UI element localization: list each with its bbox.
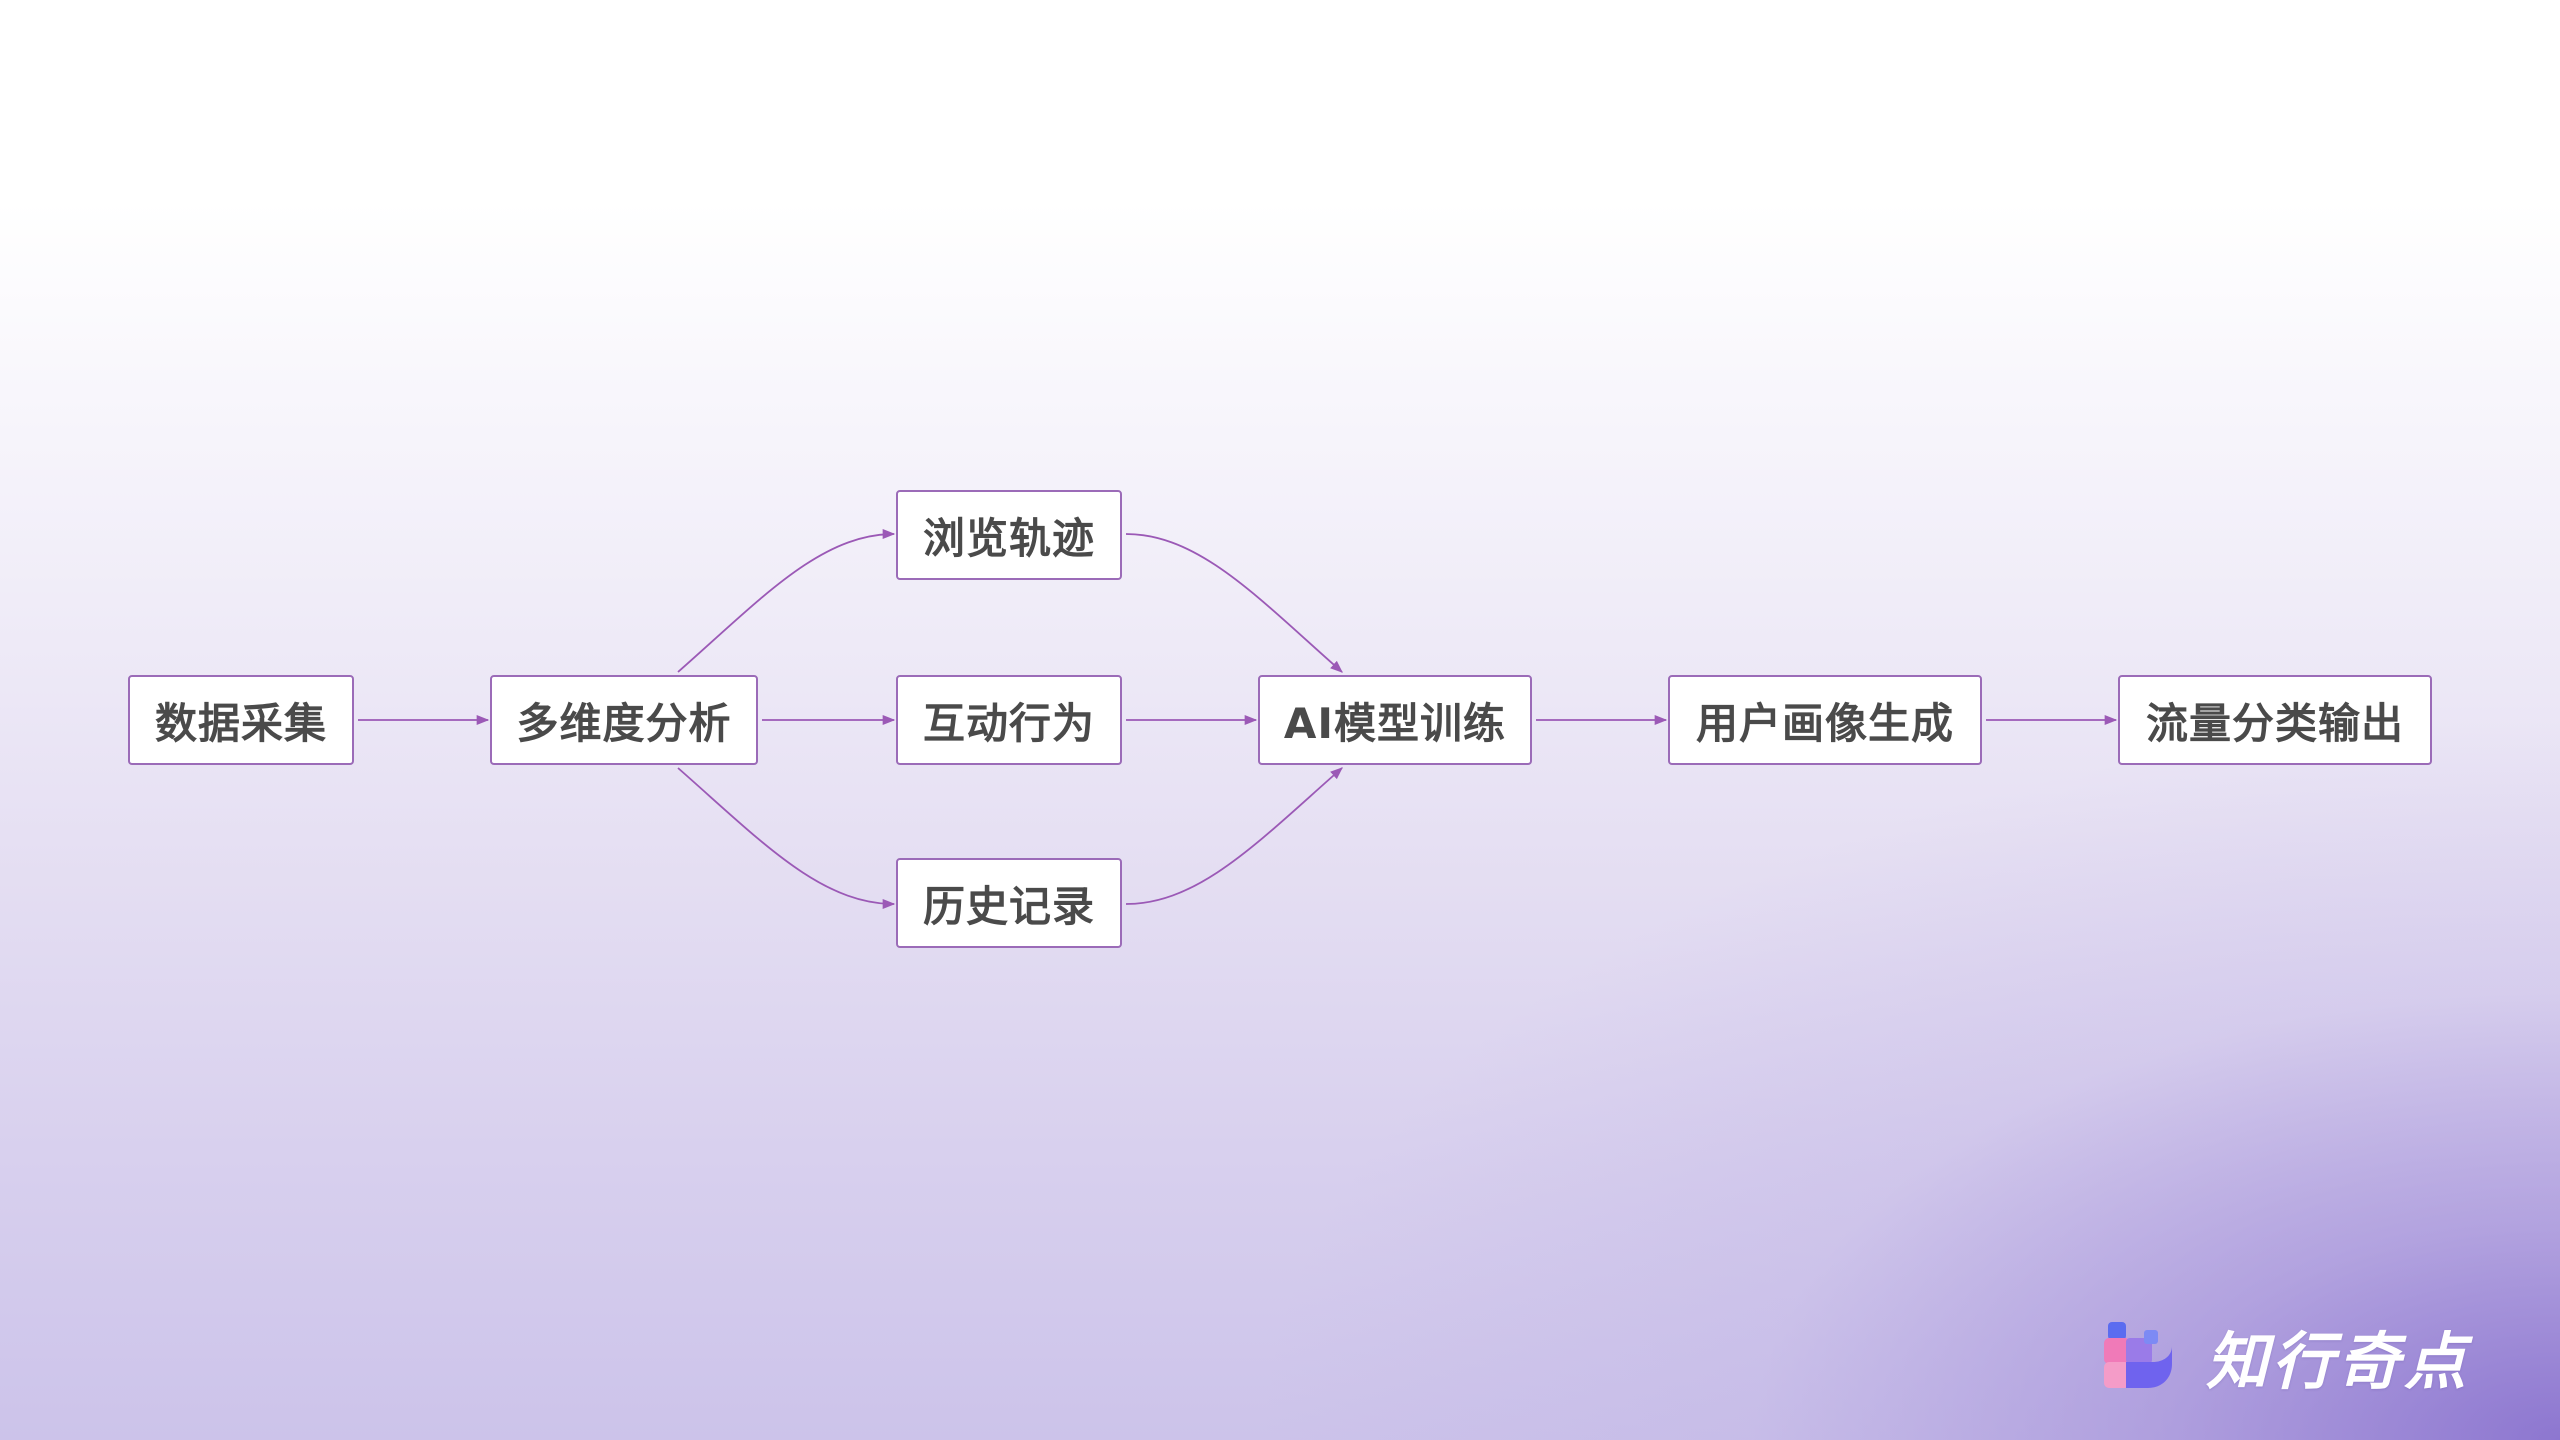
arrow-analysis-to-browse xyxy=(677,528,896,673)
brand-logo-icon xyxy=(2100,1316,2176,1396)
node-data-collection: 数据采集 xyxy=(128,675,354,765)
node-browse-trail: 浏览轨迹 xyxy=(896,490,1122,580)
arrow-history-to-training xyxy=(1125,767,1343,905)
node-user-profile: 用户画像生成 xyxy=(1668,675,1982,765)
node-multi-dim-analysis: 多维度分析 xyxy=(490,675,758,765)
node-ai-training: AI模型训练 xyxy=(1258,675,1532,765)
node-traffic-output: 流量分类输出 xyxy=(2118,675,2432,765)
brand-logo-text: 知行奇点 xyxy=(2206,1325,2471,1398)
node-history: 历史记录 xyxy=(896,858,1122,948)
arrow-browse-to-training xyxy=(1125,533,1343,673)
node-interaction: 互动行为 xyxy=(896,675,1122,765)
brand-logo: 知行奇点 xyxy=(2100,1308,2520,1404)
arrow-analysis-to-history xyxy=(677,767,896,910)
